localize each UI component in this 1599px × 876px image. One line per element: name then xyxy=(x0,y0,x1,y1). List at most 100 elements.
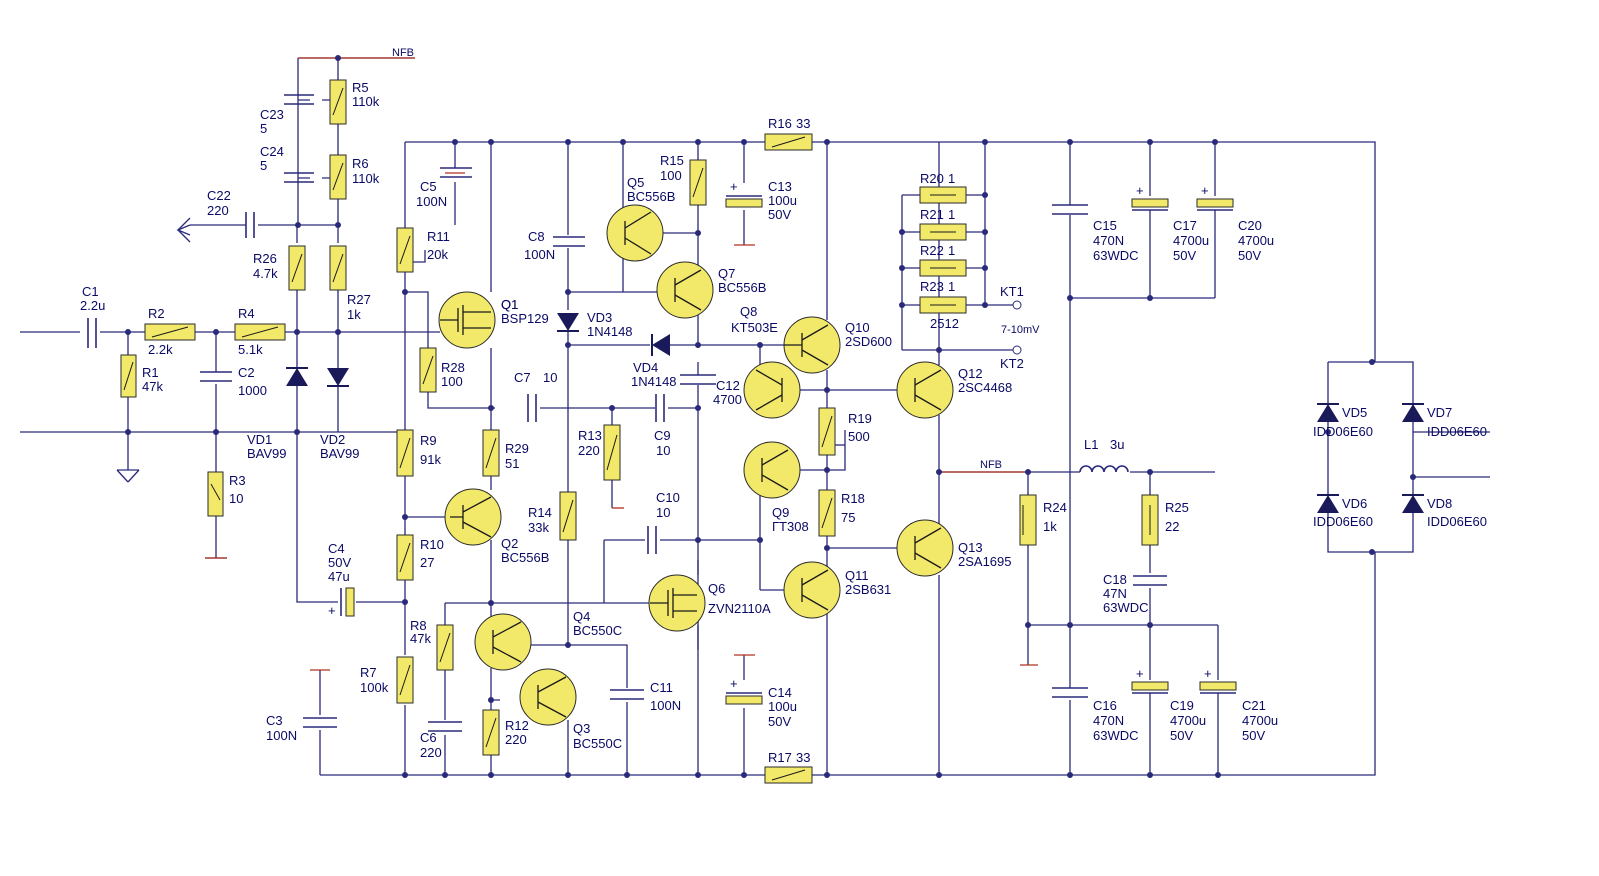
capacitors-14-value-label: 470N xyxy=(1093,233,1124,248)
capacitors-21-value-label: 220 xyxy=(207,203,229,218)
capacitors-8-ref-label: C9 xyxy=(654,428,671,443)
transistors-7-part-label: KT503E xyxy=(731,320,778,335)
resistors-1-value-label: 2.2k xyxy=(148,342,173,357)
diodes-0-ref-label: VD1 xyxy=(247,432,272,447)
capacitors-22-value-label: 5 xyxy=(260,121,267,136)
capacitors-5-ref-label: C6 xyxy=(420,730,437,745)
resistors-11-ref-label: R12 xyxy=(505,718,529,733)
resistors-15-value-label: 33 xyxy=(796,116,810,131)
resistors-25-ref-label: R26 xyxy=(253,251,277,266)
diodes-6-part-label: IDD06E60 xyxy=(1427,424,1487,439)
r23-package: 2512 xyxy=(930,316,959,331)
resistors-28-value-label: 51 xyxy=(505,456,519,471)
diodes-1-part-label: BAV99 xyxy=(320,446,360,461)
resistors-21-ref-label: R22 xyxy=(920,243,944,258)
kt1-terminal[interactable] xyxy=(1012,300,1022,310)
capacitors-10-ref-label: C11 xyxy=(650,680,673,695)
diodes-4-part-label: IDD06E60 xyxy=(1313,424,1373,439)
transistors-0-part-label: BSP129 xyxy=(501,311,549,326)
diodes-5-ref-label: VD6 xyxy=(1342,496,1367,511)
capacitors-4-value-label: 100N xyxy=(416,194,447,209)
svg-text:+: + xyxy=(1201,183,1209,198)
capacitors-17-ref-label: C18 xyxy=(1103,572,1127,587)
resistors-16-value-label: 33 xyxy=(796,750,810,765)
capacitors-18-value-label: 4700u xyxy=(1170,713,1206,728)
capacitors-1-ref-label: C2 xyxy=(238,365,255,380)
resistors-26-value-label: 1k xyxy=(347,307,361,322)
resistors-3-ref-label: R4 xyxy=(238,306,255,321)
resistors-4-value-label: 110k xyxy=(352,94,380,109)
diodes-6-ref-label: VD7 xyxy=(1427,405,1452,420)
resistors-10-value-label: 20k xyxy=(427,247,448,262)
diodes-1-ref-label: VD2 xyxy=(320,432,345,447)
capacitors-11-value-label: 4700 xyxy=(713,392,742,407)
resistors-1-ref-label: R2 xyxy=(148,306,165,321)
capacitors-3-value2-label: 47u xyxy=(328,569,350,584)
transistors-5-part-label: ZVN2110A xyxy=(708,601,771,616)
svg-text:+: + xyxy=(328,603,336,618)
resistors-28-ref-label: R29 xyxy=(505,441,529,456)
capacitors-11-ref-label: C12 xyxy=(716,378,740,393)
capacitors-15-value-label: 470N xyxy=(1093,713,1124,728)
capacitors-18-ref-label: C19 xyxy=(1170,698,1194,713)
svg-text:+: + xyxy=(730,179,738,194)
transistors-0-ref-label: Q1 xyxy=(501,297,518,312)
resistors-18-value-label: 500 xyxy=(848,429,870,444)
transistors-11-part-label: 2SC4468 xyxy=(958,380,1012,395)
nfb-label: NFB xyxy=(392,47,414,59)
diodes-0-part-label: BAV99 xyxy=(247,446,287,461)
diodes xyxy=(286,313,1424,513)
transistors-1-ref-label: Q2 xyxy=(501,536,518,551)
capacitor-plates xyxy=(87,94,1237,732)
resistors-18-ref-label: R19 xyxy=(848,411,872,426)
inductors-0-ref-label: L1 xyxy=(1084,437,1098,452)
resistors-2-value-label: 10 xyxy=(229,491,243,506)
resistors-11-value-label: 220 xyxy=(505,732,527,747)
capacitors-13-value2-label: 50V xyxy=(768,714,791,729)
transistors-10-part-label: 2SB631 xyxy=(845,582,891,597)
capacitors-9-ref-label: C10 xyxy=(656,490,680,505)
svg-text:+: + xyxy=(1136,666,1144,681)
diodes-2-part-label: 1N4148 xyxy=(587,324,633,339)
capacitors-23-ref-label: C24 xyxy=(260,144,284,159)
polarity-marks: ++ ++ ++ + xyxy=(328,179,1212,691)
capacitors-15-ref-label: C16 xyxy=(1093,698,1117,713)
resistors-0-ref-label: R1 xyxy=(142,365,159,380)
resistors-15-ref-label: R16 xyxy=(768,116,792,131)
capacitors-20-ref-label: C21 xyxy=(1242,698,1266,713)
resistors-23-value-label: 1k xyxy=(1043,519,1057,534)
transistors-4-part-label: BC556B xyxy=(627,189,675,204)
resistors-10-ref-label: R11 xyxy=(427,229,450,244)
kt2-terminal[interactable] xyxy=(1012,345,1022,355)
resistors-7-ref-label: R8 xyxy=(410,618,427,633)
nfb-out-label: NFB xyxy=(980,459,1002,471)
capacitors-15-value2-label: 63WDC xyxy=(1093,728,1139,743)
capacitors-3-ref-label: C4 xyxy=(328,541,345,556)
resistors-24-value-label: 22 xyxy=(1165,519,1179,534)
transistors-8-ref-label: Q9 xyxy=(772,505,789,520)
l1-inductor xyxy=(1079,465,1129,473)
transistor-bodies xyxy=(438,204,954,726)
diodes-2-ref-label: VD3 xyxy=(587,310,612,325)
nfb-and-gnd-wires xyxy=(205,57,1038,671)
svg-text:+: + xyxy=(1204,666,1212,681)
capacitors-4-ref-label: C5 xyxy=(420,179,437,194)
transistor-leads xyxy=(440,211,942,718)
capacitors-13-ref-label: C14 xyxy=(768,685,792,700)
transistors-3-ref-label: Q4 xyxy=(573,609,590,624)
resistors-19-value-label: 1 xyxy=(948,171,955,186)
diodes-4-ref-label: VD5 xyxy=(1342,405,1367,420)
capacitors-12-value-label: 100u xyxy=(768,193,797,208)
kt-voltage-label: 7-10mV xyxy=(1001,324,1040,336)
resistors-12-value-label: 220 xyxy=(578,443,600,458)
resistors-27-value-label: 100 xyxy=(441,374,463,389)
capacitors-22-ref-label: C23 xyxy=(260,107,284,122)
capacitors-0-value-label: 2.2u xyxy=(80,298,105,313)
transistors-9-ref-label: Q10 xyxy=(845,320,870,335)
capacitors-19-value2-label: 50V xyxy=(1238,248,1261,263)
resistors-8-ref-label: R9 xyxy=(420,433,437,448)
transistors-0-ref-label: Q1 xyxy=(501,297,518,312)
transistors-12-part-label: 2SA1695 xyxy=(958,554,1012,569)
capacitors-23-value-label: 5 xyxy=(260,158,267,173)
